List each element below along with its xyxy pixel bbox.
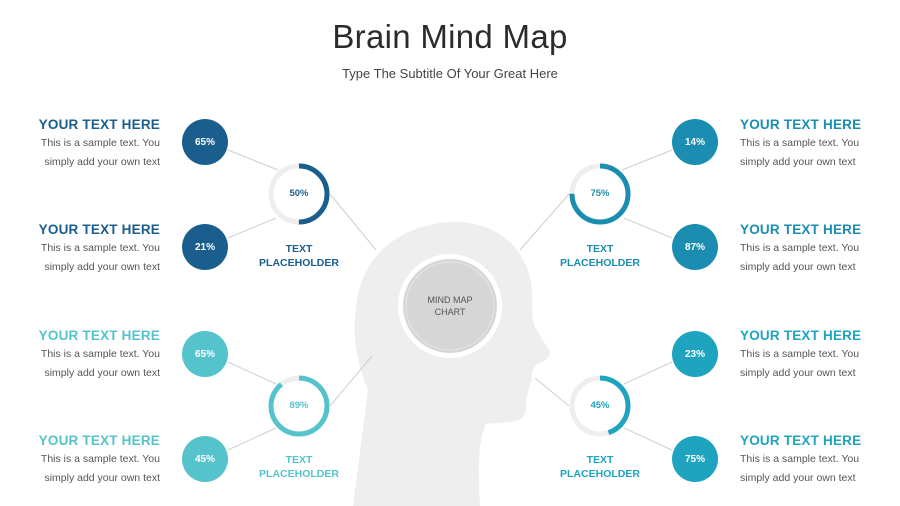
- ring-label-line: TEXT: [586, 454, 614, 466]
- percent-bubble: 65%: [182, 331, 228, 377]
- body-line: This is a sample text. You: [740, 242, 860, 254]
- connector-line: [623, 217, 673, 239]
- text-block: YOUR TEXT HERE This is a sample text. Yo…: [740, 433, 890, 488]
- ring-label: TEXT PLACEHOLDER: [229, 242, 369, 270]
- percent-bubble: 75%: [672, 436, 718, 482]
- text-block-heading: YOUR TEXT HERE: [740, 328, 862, 343]
- ring-label-line: PLACEHOLDER: [259, 257, 339, 269]
- percent-bubble: 23%: [672, 331, 718, 377]
- connector-line: [621, 149, 673, 171]
- text-block-body: This is a sample text. You simply add yo…: [10, 450, 160, 488]
- connector-line: [534, 377, 570, 407]
- connector-line: [227, 427, 277, 451]
- progress-ring-fill: [268, 375, 330, 437]
- body-line: This is a sample text. You: [40, 348, 160, 360]
- connector-line: [623, 361, 673, 385]
- text-block: YOUR TEXT HERE This is a sample text. Yo…: [10, 328, 160, 383]
- body-line: This is a sample text. You: [740, 348, 860, 360]
- percent-bubble: 21%: [182, 224, 228, 270]
- text-block-heading: YOUR TEXT HERE: [740, 433, 862, 448]
- percent-bubble: 14%: [672, 119, 718, 165]
- page-title: Brain Mind Map: [332, 18, 568, 55]
- percent-bubble: 87%: [672, 224, 718, 270]
- ring-label-line: PLACEHOLDER: [560, 257, 640, 269]
- ring-label-line: TEXT: [285, 454, 313, 466]
- connector-line: [329, 193, 377, 251]
- text-block-body: This is a sample text. You simply add yo…: [10, 134, 160, 172]
- body-line: simply add your own text: [740, 472, 856, 484]
- connector-line: [519, 193, 570, 251]
- ring-label: TEXT PLACEHOLDER: [530, 453, 670, 481]
- text-block-body: This is a sample text. You simply add yo…: [740, 239, 890, 277]
- text-block: YOUR TEXT HERE This is a sample text. Yo…: [740, 222, 890, 277]
- body-line: simply add your own text: [44, 367, 160, 379]
- text-block-body: This is a sample text. You simply add yo…: [10, 239, 160, 277]
- text-block-body: This is a sample text. You simply add yo…: [740, 345, 890, 383]
- body-line: simply add your own text: [740, 261, 856, 273]
- text-block-heading: YOUR TEXT HERE: [740, 222, 862, 237]
- text-block: YOUR TEXT HERE This is a sample text. Yo…: [740, 328, 890, 383]
- body-line: simply add your own text: [740, 156, 856, 168]
- text-block: YOUR TEXT HERE This is a sample text. Yo…: [740, 117, 890, 172]
- progress-ring-fill: [569, 163, 631, 225]
- body-line: simply add your own text: [740, 367, 856, 379]
- connector-line: [227, 361, 277, 385]
- text-block: YOUR TEXT HERE This is a sample text. Yo…: [10, 117, 160, 172]
- body-line: This is a sample text. You: [740, 453, 860, 465]
- body-line: simply add your own text: [44, 261, 160, 273]
- body-line: This is a sample text. You: [40, 137, 160, 149]
- text-block-body: This is a sample text. You simply add yo…: [740, 450, 890, 488]
- center-label: MIND MAP CHART: [410, 294, 490, 318]
- ring-label-line: PLACEHOLDER: [560, 468, 640, 480]
- text-block-heading: YOUR TEXT HERE: [38, 117, 160, 132]
- text-block-body: This is a sample text. You simply add yo…: [740, 134, 890, 172]
- ring-percent: 75%: [590, 188, 610, 199]
- ring-label-line: PLACEHOLDER: [259, 468, 339, 480]
- ring-percent: 50%: [289, 188, 309, 199]
- text-block-heading: YOUR TEXT HERE: [740, 117, 862, 132]
- center-label-line2: CHART: [434, 307, 466, 317]
- text-block-body: This is a sample text. You simply add yo…: [10, 345, 160, 383]
- text-block: YOUR TEXT HERE This is a sample text. Yo…: [10, 222, 160, 277]
- center-label-line1: MIND MAP: [427, 295, 473, 305]
- ring-percent: 89%: [289, 400, 309, 411]
- body-line: simply add your own text: [44, 156, 160, 168]
- ring-label: TEXT PLACEHOLDER: [530, 242, 670, 270]
- body-line: This is a sample text. You: [40, 453, 160, 465]
- text-block-heading: YOUR TEXT HERE: [38, 222, 160, 237]
- ring-percent: 45%: [590, 400, 610, 411]
- ring-label-line: TEXT: [586, 243, 614, 255]
- text-block-heading: YOUR TEXT HERE: [38, 328, 160, 343]
- body-line: This is a sample text. You: [740, 137, 860, 149]
- page-subtitle: Type The Subtitle Of Your Great Here: [342, 66, 558, 81]
- connector-line: [227, 217, 277, 239]
- percent-bubble: 65%: [182, 119, 228, 165]
- connector-line: [227, 149, 279, 171]
- text-block: YOUR TEXT HERE This is a sample text. Yo…: [10, 433, 160, 488]
- brain-core-circle: [405, 261, 495, 351]
- connector-line: [329, 355, 373, 407]
- ring-label-line: TEXT: [285, 243, 313, 255]
- progress-ring-fill: [268, 163, 330, 225]
- connector-line: [623, 427, 673, 451]
- text-block-heading: YOUR TEXT HERE: [38, 433, 160, 448]
- body-line: This is a sample text. You: [40, 242, 160, 254]
- progress-ring-fill: [569, 375, 631, 437]
- body-line: simply add your own text: [44, 472, 160, 484]
- ring-label: TEXT PLACEHOLDER: [229, 453, 369, 481]
- percent-bubble: 45%: [182, 436, 228, 482]
